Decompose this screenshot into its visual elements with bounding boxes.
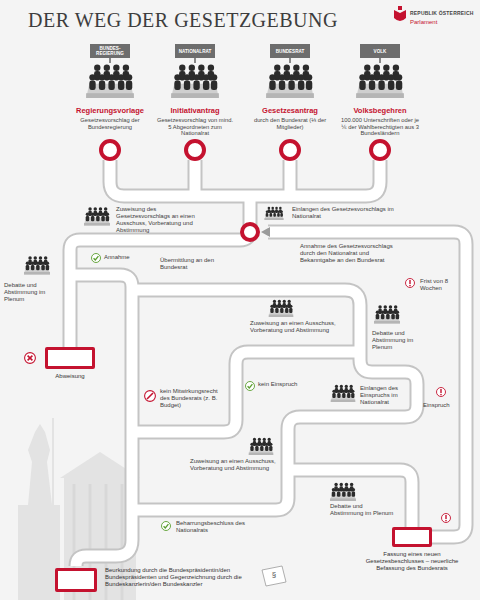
logo-text: REPUBLIK ÖSTERREICH xyxy=(410,11,478,17)
sign-text: BUNDESRAT xyxy=(270,49,310,54)
road xyxy=(70,160,466,566)
logo-emblem xyxy=(394,10,406,21)
sign-board xyxy=(289,58,291,63)
route-label: Annahme des Gesetzesvorschlags durch den… xyxy=(300,243,400,264)
crowd-icon xyxy=(24,256,50,274)
crowd-icon xyxy=(264,207,283,220)
silhouette xyxy=(52,418,54,508)
sign-text: VOLK xyxy=(360,49,400,54)
node-body: Gesetzesvorschlag von mind. 5 Abgeordnet… xyxy=(155,117,235,137)
logo-text: Parlament xyxy=(410,19,470,26)
logo-emblem xyxy=(394,6,406,21)
result-box: Beurkundung durch die Bundespräsidentin/… xyxy=(55,568,97,592)
start-circle xyxy=(371,141,389,159)
road xyxy=(70,160,466,566)
station-label: Zuweisung an einen Ausschuss, Vorberatun… xyxy=(190,458,278,472)
node-body: Gesetzesvorschlag der Bundesregierung xyxy=(70,117,150,130)
start-circle xyxy=(101,141,119,159)
sign-board xyxy=(90,44,130,58)
crowd-icon xyxy=(86,65,134,98)
sign-board xyxy=(90,44,400,63)
result-box: Abweisung xyxy=(45,347,95,369)
node-caption: Abweisung xyxy=(40,373,100,380)
sign-board xyxy=(379,58,381,63)
node-body: 100.000 Unterschriften oder je ⅙ der Wah… xyxy=(340,117,420,137)
node-heading: Volksbegehren xyxy=(340,106,420,115)
sign-text: BUNDES-REGIERUNG xyxy=(90,46,130,56)
route-label: Übermittlung an den Bundesrat xyxy=(160,257,235,271)
station-label: Einlangen des Einspruchs im Nationalrat xyxy=(360,385,408,406)
station-label: Debatte und Abstimmung im Plenum xyxy=(330,503,394,517)
crowd-icon xyxy=(171,65,219,98)
result-box: Fassung eines neuen Gesetzesbeschlusses … xyxy=(392,527,432,547)
sign-board xyxy=(109,58,111,63)
source-box: Gesetzesantrag durch den Bundesrat (⅓ der… xyxy=(250,106,330,130)
station-label: Debatte und Abstimmung im Plenum xyxy=(372,330,428,351)
paragraph-sign: § xyxy=(267,570,281,579)
crowd-icon xyxy=(356,65,404,98)
station-label: Debatte und Abstimmung im Plenum xyxy=(4,282,60,303)
node-body: durch den Bundesrat (⅓ der Mitglieder) xyxy=(250,117,330,130)
crowd-icon xyxy=(266,65,314,98)
page-title: DER WEG DER GESETZGEBUNG xyxy=(28,9,338,32)
status-icon xyxy=(406,279,415,288)
route-label: kein Mitwirkungsrecht des Bundesrats (z.… xyxy=(160,388,222,409)
crowd-icon xyxy=(330,483,356,501)
node-heading: Initiativantrag xyxy=(155,106,235,115)
node-heading: Regierungsvorlage xyxy=(70,106,150,115)
logo-emblem xyxy=(398,6,402,10)
source-box: InitiativantragGesetzesvorschlag von min… xyxy=(155,106,235,137)
crowd-icon xyxy=(249,438,274,455)
route-label: Annahme xyxy=(104,254,144,261)
source-box: Volksbegehren 100.000 Unterschriften oder… xyxy=(340,106,420,137)
status-icon xyxy=(442,514,451,523)
start-circle xyxy=(242,224,258,240)
note-label: Frist von 8 Wochen xyxy=(420,278,454,292)
start-circle xyxy=(281,141,299,159)
road xyxy=(70,160,466,566)
status-icon xyxy=(25,353,36,364)
route-label: Beharrungsbeschluss des Nationalrats xyxy=(176,520,254,534)
crowd-icon xyxy=(269,300,294,317)
start-circle xyxy=(186,141,204,159)
sign-board xyxy=(194,58,196,63)
status-icon xyxy=(25,254,451,531)
crowd-icon xyxy=(24,65,404,501)
crowd-icon xyxy=(374,305,400,323)
silhouette xyxy=(18,505,60,600)
crowd-icon xyxy=(331,385,356,402)
status-icon xyxy=(92,254,101,263)
route-label: Einspruch xyxy=(423,402,459,409)
start-circle xyxy=(101,141,389,240)
node-caption: Beurkundung durch die Bundespräsidentin/… xyxy=(105,567,255,588)
document-icon xyxy=(262,566,286,586)
node-caption: Fassung eines neuen Gesetzesbeschlusses … xyxy=(362,551,462,572)
route-label: kein Einspruch xyxy=(258,381,308,388)
source-box: RegierungsvorlageGesetzesvorschlag der B… xyxy=(70,106,150,130)
station-label: Zuweisung des Gesetzesvorschlags an eine… xyxy=(116,206,208,234)
sign-board xyxy=(270,44,310,58)
station-label: Zuweisung an einen Ausschuss, Vorberatun… xyxy=(250,320,338,334)
crowd-icon xyxy=(84,207,110,225)
status-icon xyxy=(162,522,171,531)
sign-text: NATIONALRAT xyxy=(175,49,215,54)
station-label: Einlangen des Gesetzesvorschlags im Nati… xyxy=(292,206,402,220)
status-icon xyxy=(145,391,156,402)
arrow-head xyxy=(261,227,270,237)
silhouette xyxy=(28,424,52,505)
node-heading: Gesetzesantrag xyxy=(250,106,330,115)
status-icon xyxy=(246,382,255,391)
sign-board xyxy=(175,44,215,58)
status-icon xyxy=(437,388,446,397)
sign-board xyxy=(360,44,400,58)
